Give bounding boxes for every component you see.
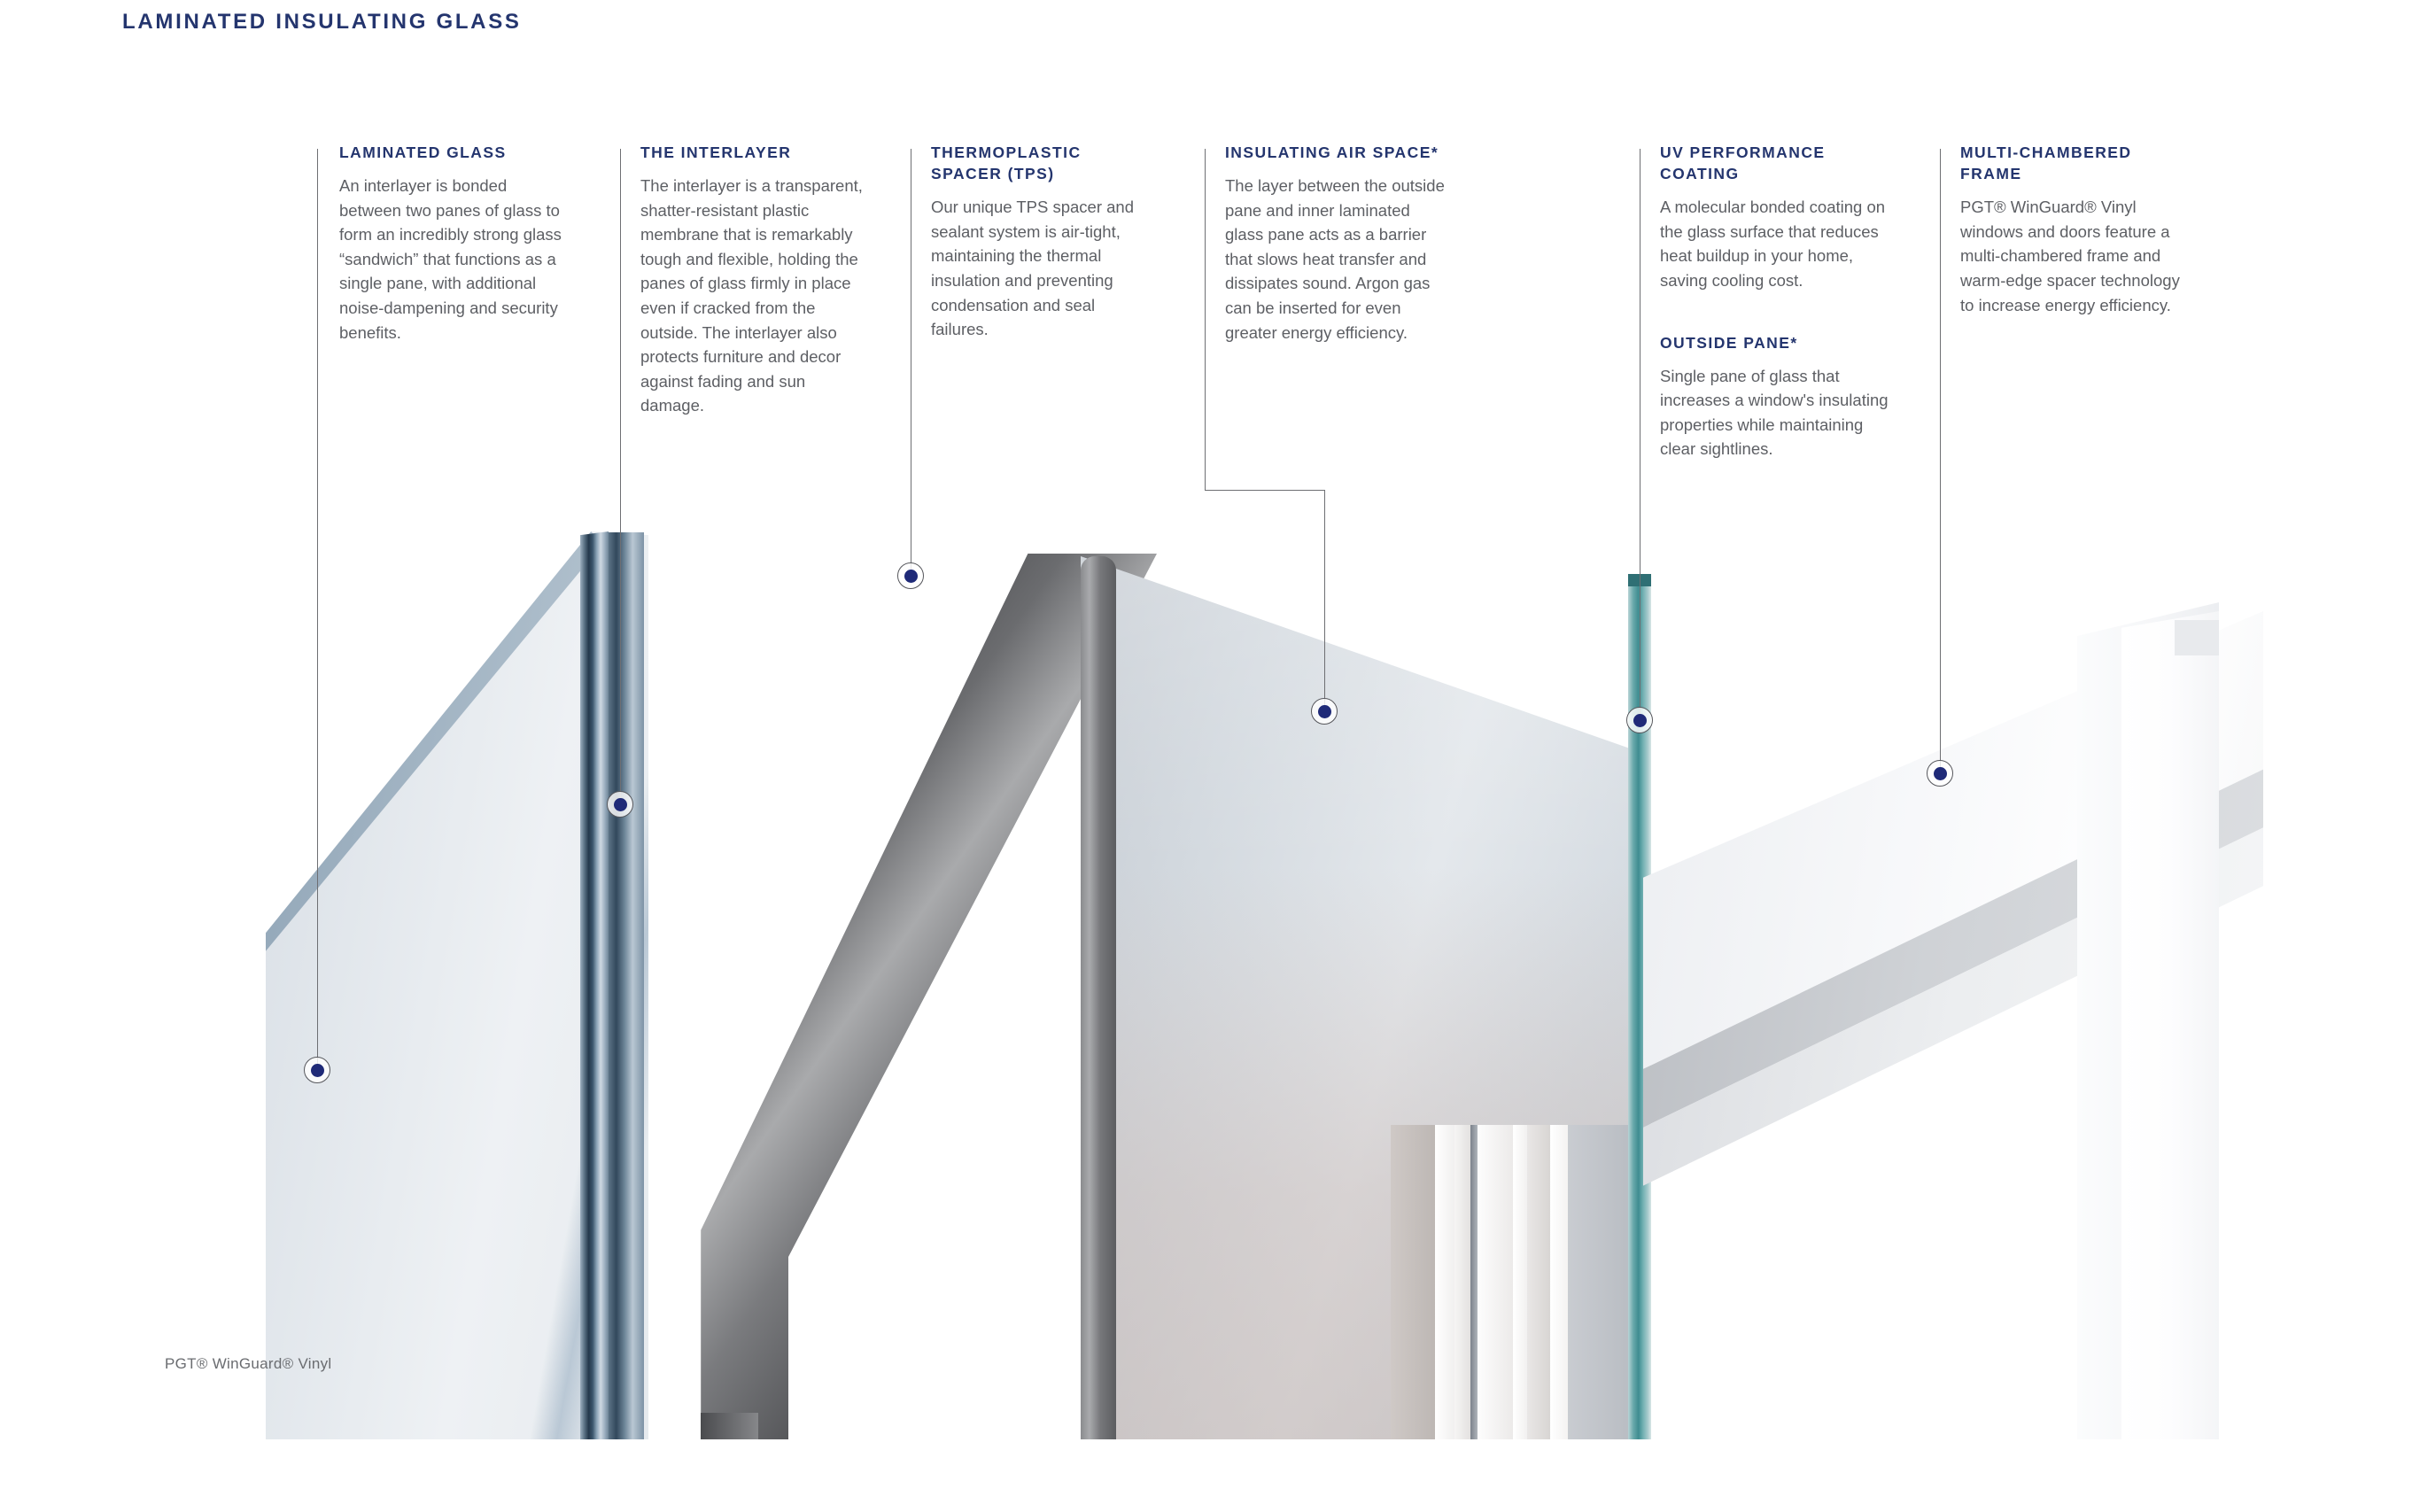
sash-bar-5: [1478, 1125, 1513, 1439]
callout-laminated-glass: LAMINATED GLASS An interlayer is bonded …: [339, 142, 568, 345]
callout-body-insulating-air-space: The layer between the outside pane and i…: [1225, 176, 1445, 342]
leader-line-the-interlayer: [620, 149, 621, 804]
leader-line-laminated-glass: [317, 149, 318, 1070]
laminated-glass-right-edge: [580, 531, 609, 1439]
callout-body-thermoplastic-spacer: Our unique TPS spacer and sealant system…: [931, 198, 1134, 339]
marker-dot-uv-performance-coating[interactable]: [1626, 707, 1653, 733]
callout-heading-laminated-glass: LAMINATED GLASS: [339, 143, 507, 161]
sash-bar-7: [1527, 1125, 1550, 1439]
callout-insulating-air-space: INSULATING AIR SPACE* The layer between …: [1225, 142, 1452, 345]
insulating-air-space-left-edge: [1081, 556, 1116, 1439]
laminated-glass-interlayer-edge: [609, 532, 644, 1439]
callout-body-outside-pane: Single pane of glass that increases a wi…: [1660, 366, 1889, 459]
leader-line-insulating-air-space-lower: [1324, 490, 1325, 711]
sash-bar-3: [1454, 1125, 1470, 1439]
sash-bar-6: [1513, 1125, 1527, 1439]
callout-body-laminated-glass: An interlayer is bonded between two pane…: [339, 176, 562, 342]
marker-dot-the-interlayer[interactable]: [607, 791, 633, 818]
marker-dot-laminated-glass[interactable]: [304, 1057, 330, 1083]
vinyl-frame-jamb-front: [2121, 611, 2219, 1439]
product-caption: PGT® WinGuard® Vinyl: [165, 1355, 332, 1372]
callout-uv-performance-coating: UV PERFORMANCE COATING A molecular bonde…: [1660, 142, 1897, 461]
callout-heading-insulating-air-space: INSULATING AIR SPACE*: [1225, 143, 1439, 161]
leader-line-insulating-air-space-upper: [1205, 149, 1206, 490]
sash-bar-9: [1568, 1125, 1630, 1439]
callout-multi-chambered-frame: MULTI-CHAMBERED FRAME PGT® WinGuard® Vin…: [1960, 142, 2192, 317]
marker-dot-thermoplastic-spacer[interactable]: [897, 562, 924, 589]
leader-line-insulating-air-space-elbow: [1205, 490, 1324, 491]
callout-body-uv-performance-coating: A molecular bonded coating on the glass …: [1660, 198, 1886, 290]
callout-heading-outside-pane: OUTSIDE PANE*: [1660, 333, 1798, 352]
sash-bar-2: [1435, 1125, 1454, 1439]
sash-bar-4: [1470, 1125, 1478, 1439]
callout-heading-multi-chambered-frame: MULTI-CHAMBERED FRAME: [1960, 143, 2132, 183]
callout-body-multi-chambered-frame: PGT® WinGuard® Vinyl windows and doors f…: [1960, 198, 2180, 314]
callout-body-the-interlayer: The interlayer is a transparent, shatter…: [640, 176, 863, 415]
callout-heading-thermoplastic-spacer: THERMOPLASTIC SPACER (TPS): [931, 143, 1082, 183]
inner-sash-detail: [1391, 1125, 1648, 1439]
callout-the-interlayer: THE INTERLAYER The interlayer is a trans…: [640, 142, 873, 418]
marker-dot-multi-chambered-frame[interactable]: [1927, 760, 1953, 787]
callout-heading-the-interlayer: THE INTERLAYER: [640, 143, 792, 161]
product-cutaway-illustration: [266, 531, 2263, 1439]
vinyl-frame-jamb-notch: [2175, 620, 2219, 655]
sash-bar-1: [1391, 1125, 1435, 1439]
marker-dot-insulating-air-space[interactable]: [1311, 698, 1338, 725]
page-title: LAMINATED INSULATING GLASS: [122, 10, 522, 34]
sash-bar-8: [1550, 1125, 1568, 1439]
thermoplastic-spacer-foot: [701, 1413, 758, 1439]
leader-line-multi-chambered-frame: [1940, 149, 1941, 773]
callout-thermoplastic-spacer: THERMOPLASTIC SPACER (TPS) Our unique TP…: [931, 142, 1155, 342]
callout-heading-uv-performance-coating: UV PERFORMANCE COATING: [1660, 143, 1826, 183]
